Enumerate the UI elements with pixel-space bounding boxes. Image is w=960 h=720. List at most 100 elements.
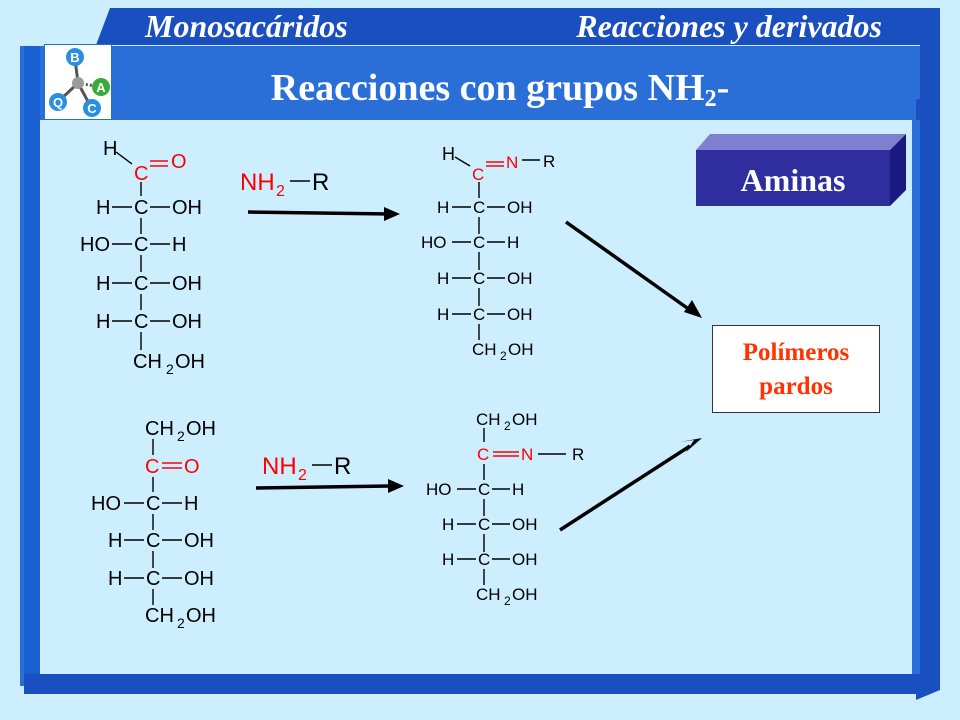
atom-r: R: [543, 152, 555, 171]
atom-oh: OH: [186, 605, 216, 627]
atom-c: C: [146, 493, 160, 515]
atom-oh: OH: [512, 515, 538, 534]
atom-oh: OH: [512, 550, 538, 569]
logo-letter-c: C: [87, 101, 97, 116]
atom-h: H: [96, 311, 110, 333]
atom-c: C: [478, 480, 490, 499]
atom-c: C: [134, 273, 148, 295]
aldose-structure: H C O H C OH HO C H H C OH H C OH CH 2 O…: [80, 138, 205, 377]
arrow-to-polymers-bottom: [559, 444, 691, 532]
atom-c: C: [134, 311, 148, 333]
atom-c: C: [478, 515, 490, 534]
polimeros-line1: Polímeros: [742, 339, 850, 366]
atom-oh: OH: [175, 351, 205, 373]
reagent-2: NH 2 R: [262, 453, 351, 484]
atom-oh: OH: [184, 568, 214, 590]
atom-h: H: [108, 530, 122, 552]
reagent-r: R: [334, 453, 351, 480]
atom-ch: CH: [472, 340, 497, 359]
atom-h: H: [184, 493, 198, 515]
atom-ch: CH: [145, 605, 174, 627]
atom-h: H: [437, 305, 449, 324]
ketimine-structure: CH 2 OH C N R HO C H H C OH H C OH CH 2 …: [426, 410, 584, 608]
reaction-arrowhead-1: [384, 207, 400, 221]
atom-c: C: [473, 269, 485, 288]
atom-oh: OH: [172, 273, 202, 295]
atom-subscript-2: 2: [166, 361, 174, 377]
logo-letter-b: B: [70, 50, 79, 65]
polimeros-line2: pardos: [759, 373, 833, 400]
atom-c-imine: C: [472, 165, 484, 184]
aminas-box-graphic: [696, 134, 906, 206]
atom-h: H: [442, 550, 454, 569]
atom-h: H: [437, 269, 449, 288]
atom-ho: HO: [421, 233, 447, 252]
atom-subscript-2: 2: [500, 349, 507, 363]
logo-letter-q: Q: [53, 95, 63, 110]
atom-h: H: [96, 197, 110, 219]
atom-h: H: [108, 568, 122, 590]
atom-oh: OH: [512, 585, 538, 604]
polimeros-box: Polímeros pardos: [712, 325, 880, 413]
atom-h: H: [437, 198, 449, 217]
atom-subscript-2: 2: [504, 594, 511, 608]
atom-c: C: [473, 198, 485, 217]
atom-oh: OH: [508, 340, 534, 359]
atom-o: O: [184, 456, 200, 478]
atom-n: N: [506, 153, 518, 172]
atom-h: H: [103, 138, 117, 160]
atom-ch: CH: [476, 410, 501, 429]
atom-subscript-2: 2: [177, 615, 185, 631]
atom-c-carbonyl: C: [134, 163, 148, 185]
atom-c: C: [134, 197, 148, 219]
molecule-logo-graphic: B A Q C: [49, 48, 110, 117]
atom-oh: OH: [172, 311, 202, 333]
atom-n: N: [521, 445, 533, 464]
atom-ho: HO: [91, 493, 121, 515]
atom-h: H: [442, 144, 455, 164]
atom-subscript-2: 2: [504, 419, 511, 433]
atom-oh: OH: [172, 197, 202, 219]
atom-h: H: [172, 234, 186, 256]
reagent-nh: NH: [240, 169, 275, 196]
atom-ho: HO: [80, 234, 110, 256]
reagent-sub: 2: [298, 467, 307, 484]
reagent-nh: NH: [262, 453, 297, 480]
title-text: Reacciones con grupos NH: [270, 67, 705, 109]
arrowhead-to-polymers-bottom: [680, 438, 702, 452]
reagent-sub: 2: [276, 183, 285, 200]
atom-h: H: [507, 233, 519, 252]
title-subscript: 2: [704, 86, 717, 112]
atom-ch: CH: [145, 418, 174, 440]
atom-ch: CH: [476, 585, 501, 604]
atom-r: R: [572, 445, 584, 464]
arrowhead-to-polymers-top: [684, 300, 702, 318]
aminas-label: Aminas: [740, 162, 846, 198]
atom-c-imine: C: [477, 445, 489, 464]
atom-c: C: [473, 305, 485, 324]
atom-oh: OH: [512, 410, 538, 429]
atom-o: O: [171, 151, 187, 173]
aldimine-structure: H C N R H C OH HO C H H C OH H C OH CH 2…: [421, 144, 555, 363]
atom-c: C: [478, 550, 490, 569]
atom-oh: OH: [184, 530, 214, 552]
atom-oh: OH: [507, 305, 533, 324]
atom-h: H: [96, 273, 110, 295]
atom-ch: CH: [133, 351, 162, 373]
atom-oh: OH: [507, 269, 533, 288]
atom-h: H: [442, 515, 454, 534]
atom-subscript-2: 2: [177, 428, 185, 444]
atom-oh: OH: [186, 418, 216, 440]
ketose-structure: CH 2 OH C O HO C H H C OH H C OH CH 2 OH: [91, 418, 216, 631]
atom-h: H: [512, 480, 524, 499]
reaction-arrow-2: [255, 484, 393, 490]
title-suffix: -: [716, 67, 730, 109]
reagent-1: NH 2 R: [240, 169, 329, 200]
page-title: Reacciones con grupos NH2-: [0, 66, 960, 113]
arrow-to-polymers-top: [564, 220, 692, 312]
header-right-title: Reacciones y derivados: [576, 8, 882, 44]
reaction-arrow-1: [247, 210, 389, 216]
atom-oh: OH: [507, 198, 533, 217]
atom-c-carbonyl: C: [145, 456, 159, 478]
